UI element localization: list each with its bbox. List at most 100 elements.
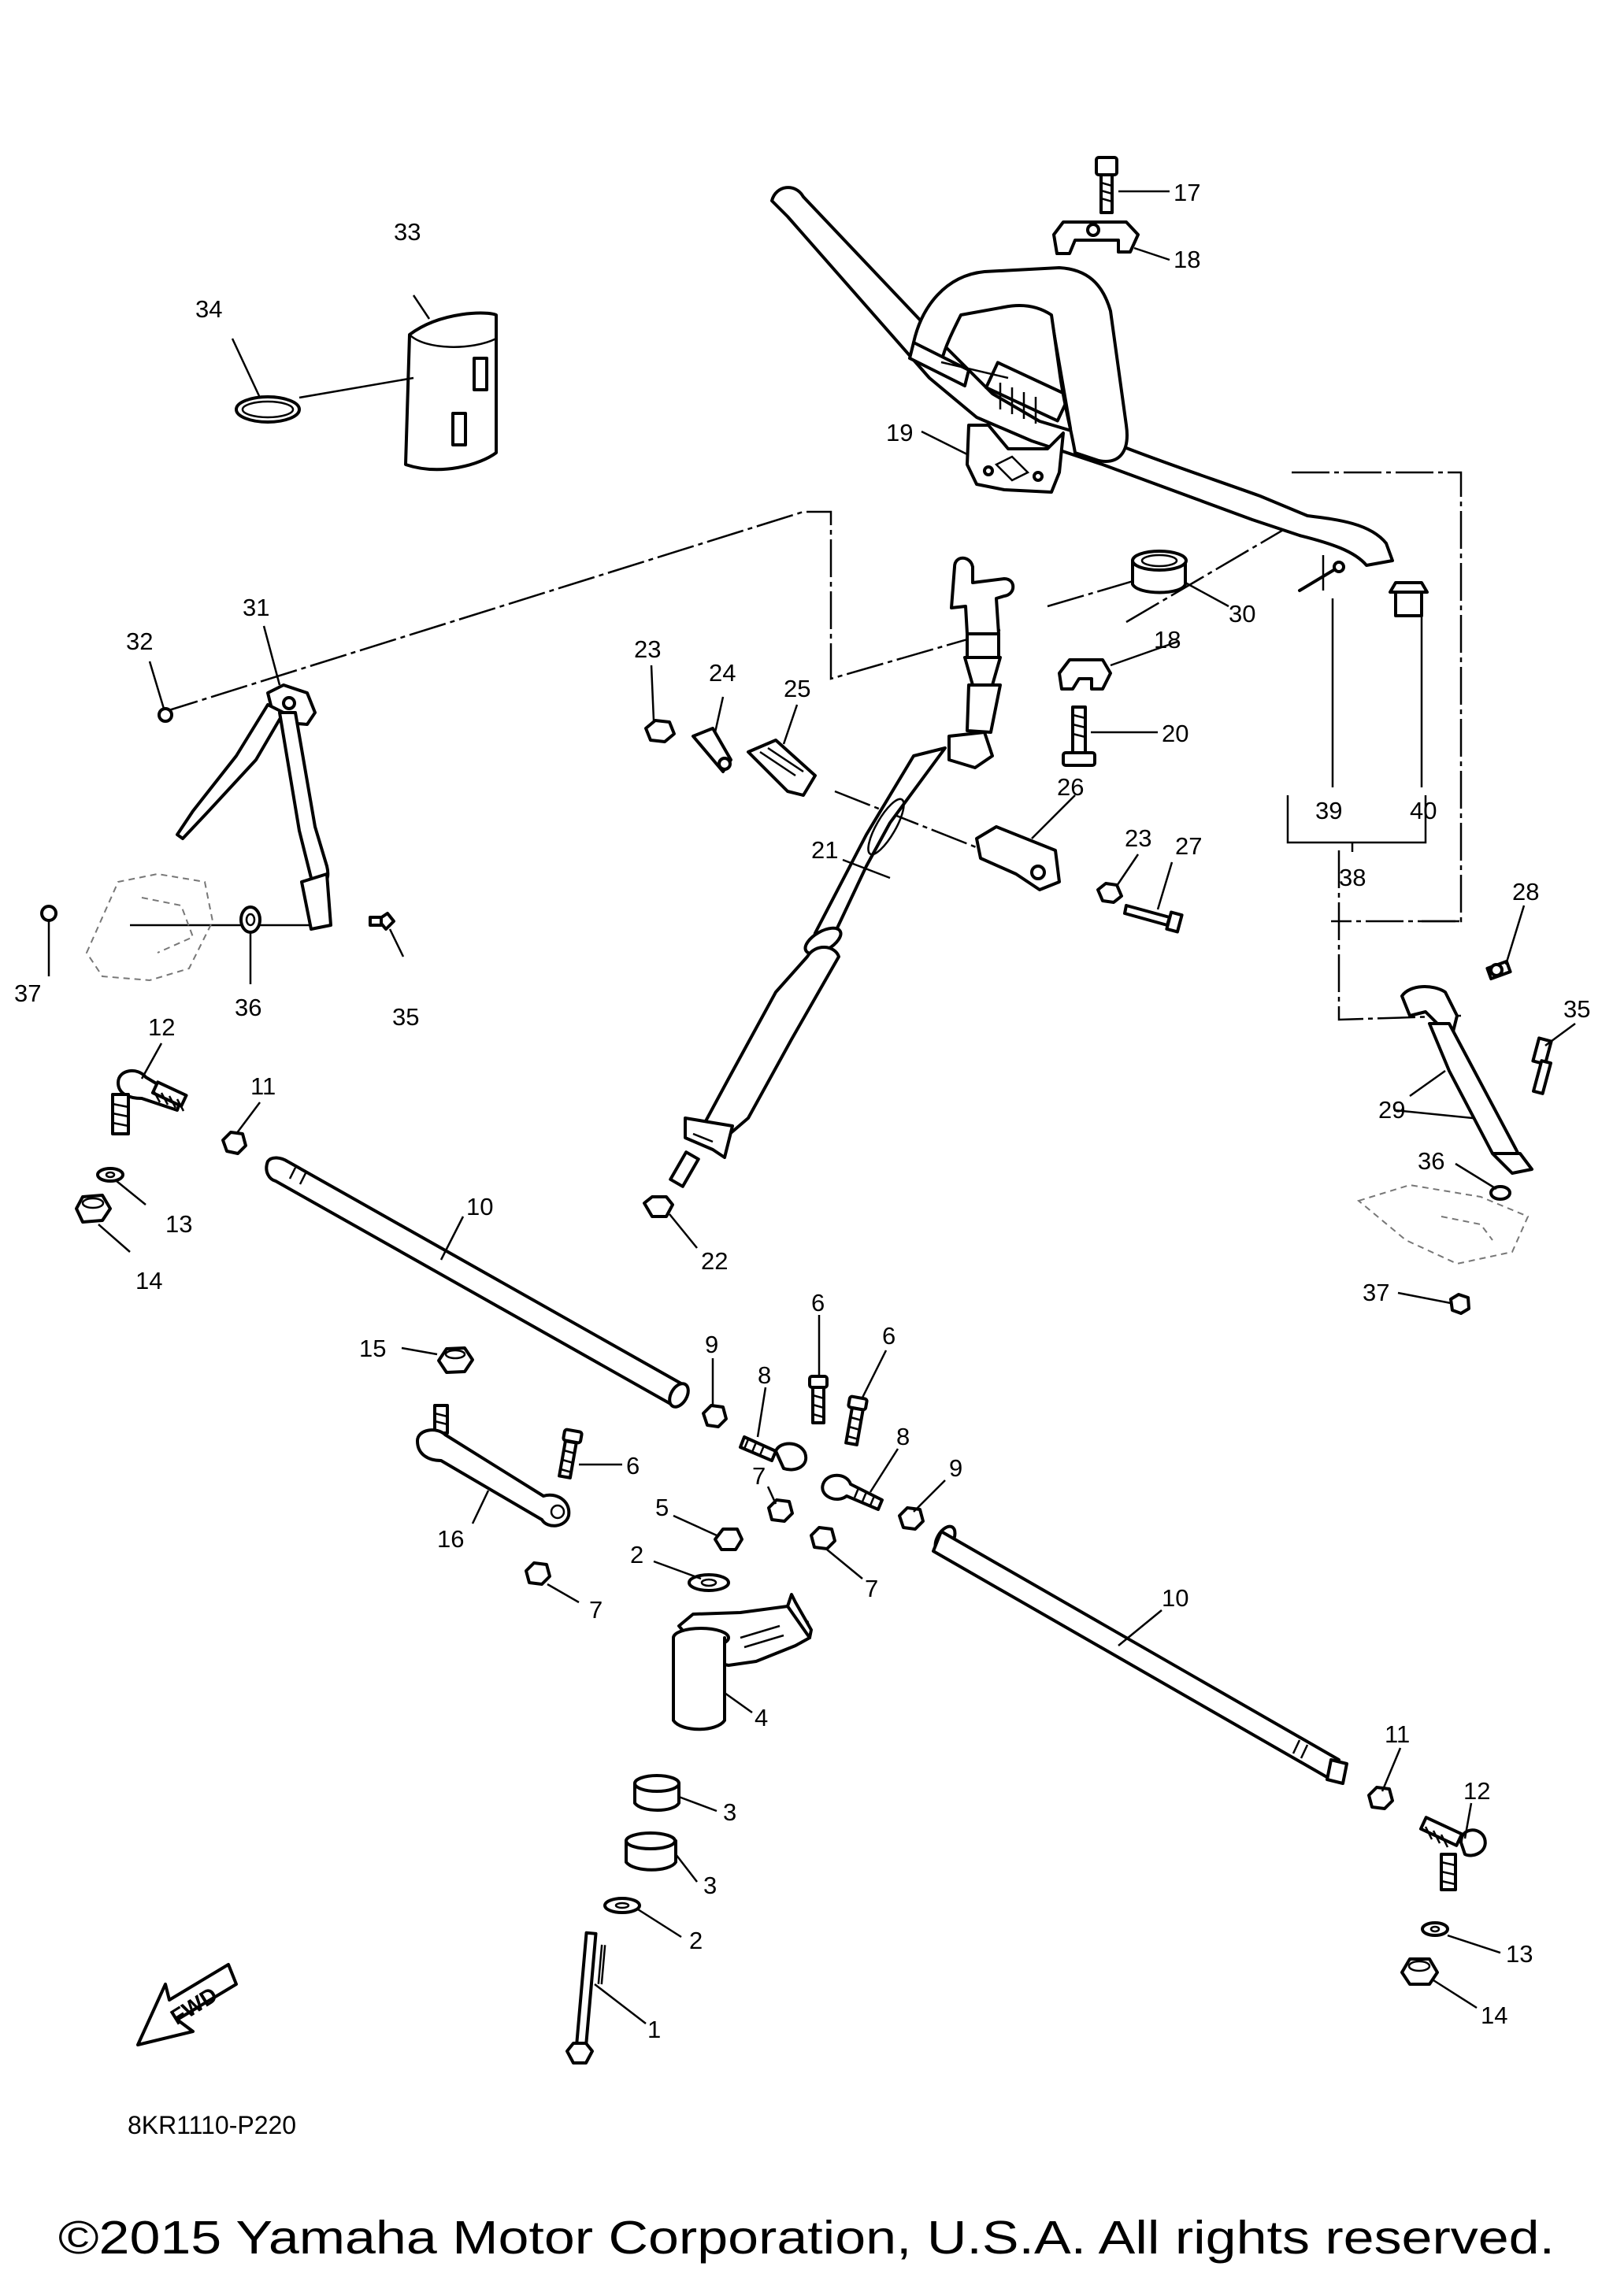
- nut-9-right: [898, 1506, 925, 1531]
- washer-13-right: [1421, 1921, 1449, 1937]
- callout-6-c: 6: [626, 1452, 640, 1479]
- ball-joint-8-left: [739, 1435, 808, 1472]
- nut-14-left: [75, 1194, 112, 1224]
- callout-24: 24: [709, 659, 736, 687]
- bracket-4: [672, 1593, 813, 1731]
- callout-12-left: 12: [148, 1013, 175, 1041]
- cover-25: [747, 739, 817, 797]
- steering-column-21: [803, 556, 1015, 956]
- callout-18-upper: 18: [1174, 246, 1200, 273]
- callout-40: 40: [1410, 797, 1437, 824]
- clamp-18-lower: [1058, 658, 1112, 691]
- callout-21: 21: [811, 836, 838, 864]
- callout-3-bottom: 3: [703, 1872, 717, 1899]
- callout-9-right: 9: [949, 1454, 962, 1482]
- tie-rod-10-right: [932, 1524, 1348, 1785]
- steering-column-lower: [669, 946, 840, 1188]
- handlebar-pad: [908, 266, 1129, 463]
- callout-9-left: 9: [705, 1331, 718, 1358]
- callout-11-right: 11: [1385, 1720, 1410, 1748]
- diagram-code: 8KR1110-P220: [128, 2111, 296, 2139]
- cotter-pin-39: [1298, 561, 1345, 592]
- callout-30: 30: [1229, 600, 1255, 628]
- callout-2-top: 2: [630, 1541, 643, 1568]
- bolt-6-c: [558, 1428, 584, 1479]
- callout-38: 38: [1339, 864, 1366, 891]
- callout-23-left: 23: [634, 635, 661, 663]
- ball-joint-8-right: [821, 1473, 884, 1511]
- callout-27: 27: [1175, 832, 1202, 860]
- callout-10-left: 10: [466, 1193, 493, 1220]
- bushing-30: [1131, 550, 1188, 594]
- bushing-3-bottom: [625, 1831, 677, 1872]
- callout-33: 33: [394, 218, 421, 246]
- nut-37-left: [40, 905, 57, 922]
- callout-4: 4: [755, 1704, 768, 1731]
- pitman-arm-16: [416, 1404, 571, 1528]
- cap-40: [1389, 581, 1429, 617]
- copyright-notice: ©2015 Yamaha Motor Corporation, U.S.A. A…: [58, 2212, 1555, 2264]
- tie-rod-end-12-left: [111, 1069, 188, 1135]
- bolt-6-b: [844, 1394, 869, 1446]
- bolt-35-left: [369, 912, 395, 931]
- nut-11-left: [221, 1131, 247, 1155]
- callout-6-a: 6: [811, 1289, 825, 1316]
- sleeve-33: [404, 311, 498, 472]
- nut-9-left: [702, 1404, 728, 1428]
- callout-37-right: 37: [1363, 1279, 1389, 1306]
- nut-15: [437, 1346, 474, 1374]
- callout-20: 20: [1162, 720, 1188, 747]
- nut-14-right: [1400, 1957, 1439, 1986]
- callout-28: 28: [1512, 878, 1539, 905]
- callout-7-c: 7: [589, 1596, 603, 1624]
- callout-18-lower: 18: [1154, 626, 1181, 654]
- washer-36-right: [1489, 1185, 1511, 1201]
- tie-rod-end-12-right: [1418, 1816, 1487, 1891]
- callout-35-left: 35: [392, 1003, 419, 1031]
- clamp-18-upper: [1052, 220, 1140, 255]
- callout-22: 22: [701, 1247, 728, 1275]
- bolt-1: [565, 1931, 606, 2065]
- bolt-27: [1123, 904, 1184, 934]
- callout-16: 16: [437, 1525, 464, 1553]
- stay-29: [1400, 985, 1533, 1175]
- bolt-6-a: [808, 1375, 829, 1424]
- leader-lines: [47, 190, 1576, 2024]
- bushing-3-top: [633, 1774, 680, 1812]
- callout-5: 5: [655, 1494, 669, 1521]
- nut-23-right: [1096, 882, 1123, 904]
- callout-15: 15: [359, 1335, 386, 1362]
- ring-34: [235, 395, 301, 424]
- callout-7-b: 7: [865, 1575, 878, 1602]
- nut-7-c: [525, 1561, 551, 1586]
- callout-1: 1: [647, 2016, 661, 2043]
- callout-31: 31: [243, 594, 269, 621]
- callout-19: 19: [886, 419, 913, 446]
- callout-7-a: 7: [752, 1462, 766, 1490]
- callout-35-right: 35: [1563, 995, 1590, 1023]
- fwd-arrow-icon: FWD: [136, 1963, 238, 2046]
- nut-11-right: [1367, 1786, 1394, 1810]
- callout-11-left: 11: [250, 1072, 276, 1100]
- callout-26: 26: [1057, 773, 1084, 801]
- washer-13-left: [96, 1167, 124, 1183]
- bolt-17: [1095, 156, 1118, 214]
- nut-5: [714, 1528, 743, 1551]
- callout-32: 32: [126, 628, 153, 655]
- callout-6-b: 6: [882, 1322, 895, 1350]
- callout-labels: 17 18 19 33 34 31 32 30 18 20 23 24 25 2…: [14, 179, 1590, 2043]
- bolt-20: [1062, 705, 1096, 767]
- lower-clamp-19: [966, 424, 1065, 494]
- callout-29: 29: [1378, 1096, 1405, 1124]
- tie-rod-10-left: [265, 1156, 690, 1409]
- callout-34: 34: [195, 295, 222, 323]
- callout-39: 39: [1315, 797, 1342, 824]
- callout-37-left: 37: [14, 980, 41, 1007]
- bolt-35-right: [1531, 1036, 1553, 1095]
- callout-2-bottom: 2: [689, 1927, 703, 1954]
- callout-12-right: 12: [1463, 1777, 1490, 1805]
- callout-23-right: 23: [1125, 824, 1151, 852]
- callout-14-right: 14: [1481, 2002, 1507, 2029]
- nut-7-b: [810, 1526, 836, 1550]
